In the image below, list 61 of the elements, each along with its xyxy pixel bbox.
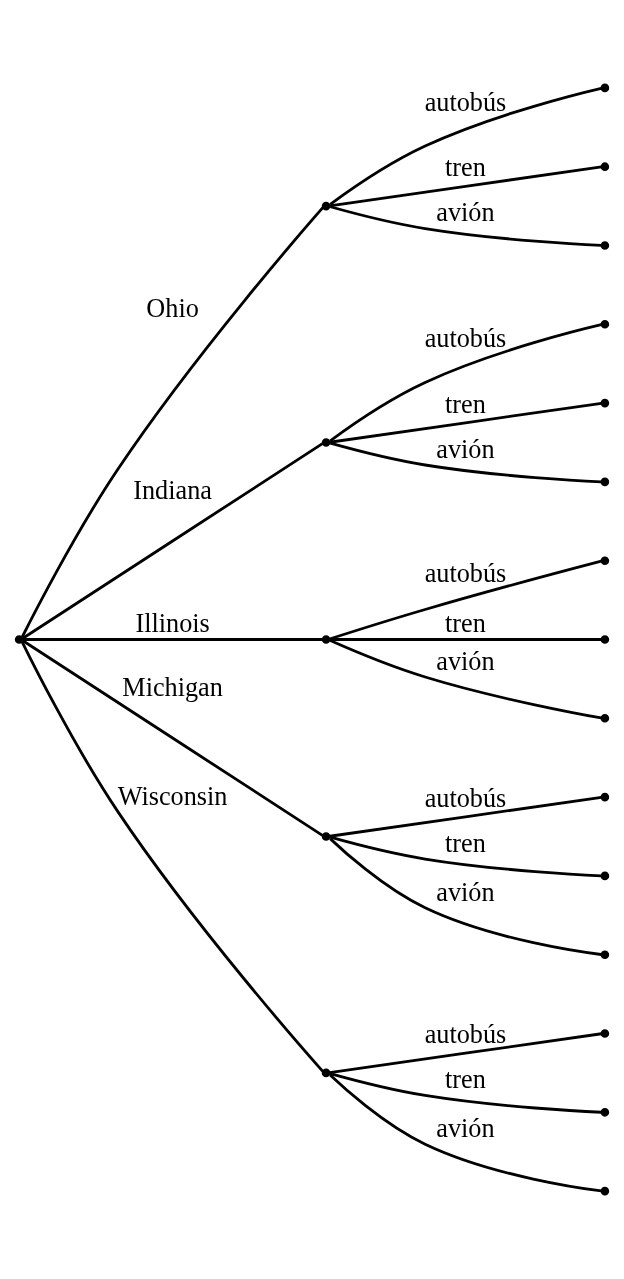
edge-label: Ohio bbox=[146, 294, 199, 324]
node-point bbox=[600, 162, 610, 171]
connector bbox=[329, 559, 602, 641]
connector bbox=[22, 442, 324, 640]
node-point bbox=[600, 556, 610, 565]
edge-label: autobús bbox=[424, 783, 507, 813]
node-point bbox=[600, 635, 610, 644]
edge-label: avión bbox=[436, 1114, 495, 1144]
edge-label: tren bbox=[445, 1065, 486, 1095]
edge-label: autobús bbox=[424, 558, 507, 588]
connector bbox=[20, 206, 324, 638]
node-point bbox=[14, 635, 24, 644]
node-point bbox=[600, 1186, 610, 1196]
edge-label: Indiana bbox=[133, 476, 212, 506]
connector bbox=[329, 205, 602, 247]
connector bbox=[22, 639, 324, 837]
edge-label: avión bbox=[436, 877, 495, 907]
connector bbox=[329, 837, 602, 956]
node-point bbox=[600, 319, 610, 329]
node-point bbox=[600, 83, 610, 93]
node-point bbox=[600, 792, 610, 802]
node-point bbox=[321, 201, 331, 211]
edge-label: autobús bbox=[424, 324, 507, 354]
connector bbox=[22, 638, 323, 641]
edge-label: Wisconsin bbox=[117, 781, 228, 811]
edge-label: avión bbox=[436, 646, 495, 676]
connector bbox=[329, 86, 602, 206]
node-point bbox=[600, 1108, 610, 1117]
node-point bbox=[600, 950, 610, 960]
node-point bbox=[321, 635, 331, 644]
edge-label: Michigan bbox=[122, 673, 223, 703]
connector bbox=[329, 835, 602, 878]
node-point bbox=[600, 1029, 610, 1038]
edge-label: tren bbox=[445, 828, 486, 858]
edge-label: tren bbox=[445, 389, 486, 419]
node-point bbox=[321, 832, 331, 841]
connector bbox=[329, 1032, 602, 1075]
node-point bbox=[600, 241, 610, 250]
node-point bbox=[321, 438, 331, 447]
edge-label: autobús bbox=[424, 1020, 507, 1050]
node-point bbox=[600, 477, 610, 487]
edge-label: tren bbox=[445, 153, 486, 183]
edge-label: avión bbox=[436, 198, 495, 228]
connector bbox=[329, 1074, 602, 1193]
connector bbox=[329, 1072, 602, 1114]
connector bbox=[329, 639, 602, 720]
edge-label: tren bbox=[445, 609, 486, 639]
node-point bbox=[321, 1068, 331, 1078]
edge-label: Illinois bbox=[135, 609, 210, 639]
connector bbox=[329, 795, 602, 838]
node-point bbox=[600, 871, 610, 881]
connector bbox=[329, 323, 602, 442]
connector bbox=[329, 401, 602, 444]
edge-label: autobús bbox=[424, 87, 507, 117]
node-point bbox=[600, 398, 610, 408]
connector bbox=[329, 441, 602, 484]
node-point bbox=[600, 714, 610, 723]
connector bbox=[20, 641, 324, 1073]
edge-label: avión bbox=[436, 434, 495, 464]
connector bbox=[329, 638, 602, 641]
connector bbox=[329, 165, 602, 208]
